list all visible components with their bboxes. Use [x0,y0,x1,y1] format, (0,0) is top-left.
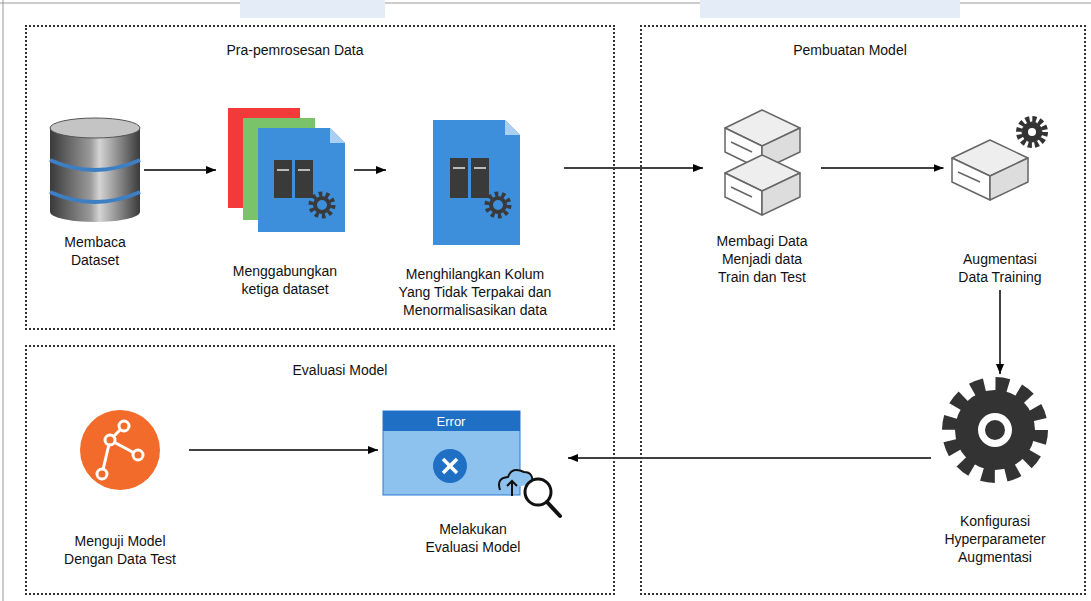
icon-space [50,118,140,233]
stage-region: Evaluasi ModelMenguji Model Dengan Data … [25,345,615,595]
process-step: Augmentasi Data Training [948,112,1053,286]
process-step: Menghilangkan Kolum Yang Tidak Terpakai … [390,120,560,319]
process-step: Membaca Dataset [50,118,140,269]
icon-space [382,408,564,520]
region-heading: Pra-pemrosesan Data [227,42,364,58]
process-step: Menguji Model Dengan Data Test [55,405,185,568]
process-step: Menggabungkan ketiga dataset [220,108,350,298]
process-step: Konfigurasi Hyperparameter Augmentasi [935,378,1055,566]
flow-arrow [999,290,1001,374]
icon-space [80,405,160,532]
stage-region: Pra-pemrosesan DataMembaca DatasetMengga… [25,25,615,330]
step-label: Menggabungkan ketiga dataset [220,262,350,298]
window-title: Error [437,414,466,429]
augment-box-icon [952,119,1045,200]
flow-arrow [354,169,386,171]
documents-icon [228,108,345,232]
watermark-shape [240,0,385,18]
region-heading: Evaluasi Model [293,362,388,378]
step-label: Menguji Model Dengan Data Test [55,532,185,568]
watermark-shape [700,0,960,18]
process-step: Membagi Data Menjadi data Train dan Test [707,108,817,286]
document-icon [433,120,520,245]
stage-region: Pembuatan ModelMembagi Data Menjadi data… [640,25,1086,595]
process-step: Melakukan Evaluasi Model [382,408,564,556]
step-label: Konfigurasi Hyperparameter Augmentasi [935,512,1055,566]
flow-arrow [568,457,931,459]
database-icon [50,118,140,222]
region-heading: Pembuatan Model [793,42,907,58]
test-icon [80,410,160,490]
step-label: Melakukan Evaluasi Model [418,520,528,556]
flow-arrow [189,449,378,451]
icon-space [722,108,802,232]
step-label: Augmentasi Data Training [948,250,1053,286]
step-label: Membagi Data Menjadi data Train dan Test [707,232,817,286]
step-label: Menghilangkan Kolum Yang Tidak Terpakai … [390,265,560,319]
flow-arrow [564,167,703,169]
flow-arrow [821,167,944,169]
frame-line [3,0,4,601]
gear-icon [949,384,1041,476]
flow-arrow [144,169,216,171]
icon-space [950,112,1050,250]
step-label: Membaca Dataset [50,233,140,269]
icon-space [430,120,520,265]
icon-space [223,108,348,262]
error-window-icon [383,411,560,516]
split-boxes-icon [725,110,800,215]
icon-space [945,378,1045,512]
